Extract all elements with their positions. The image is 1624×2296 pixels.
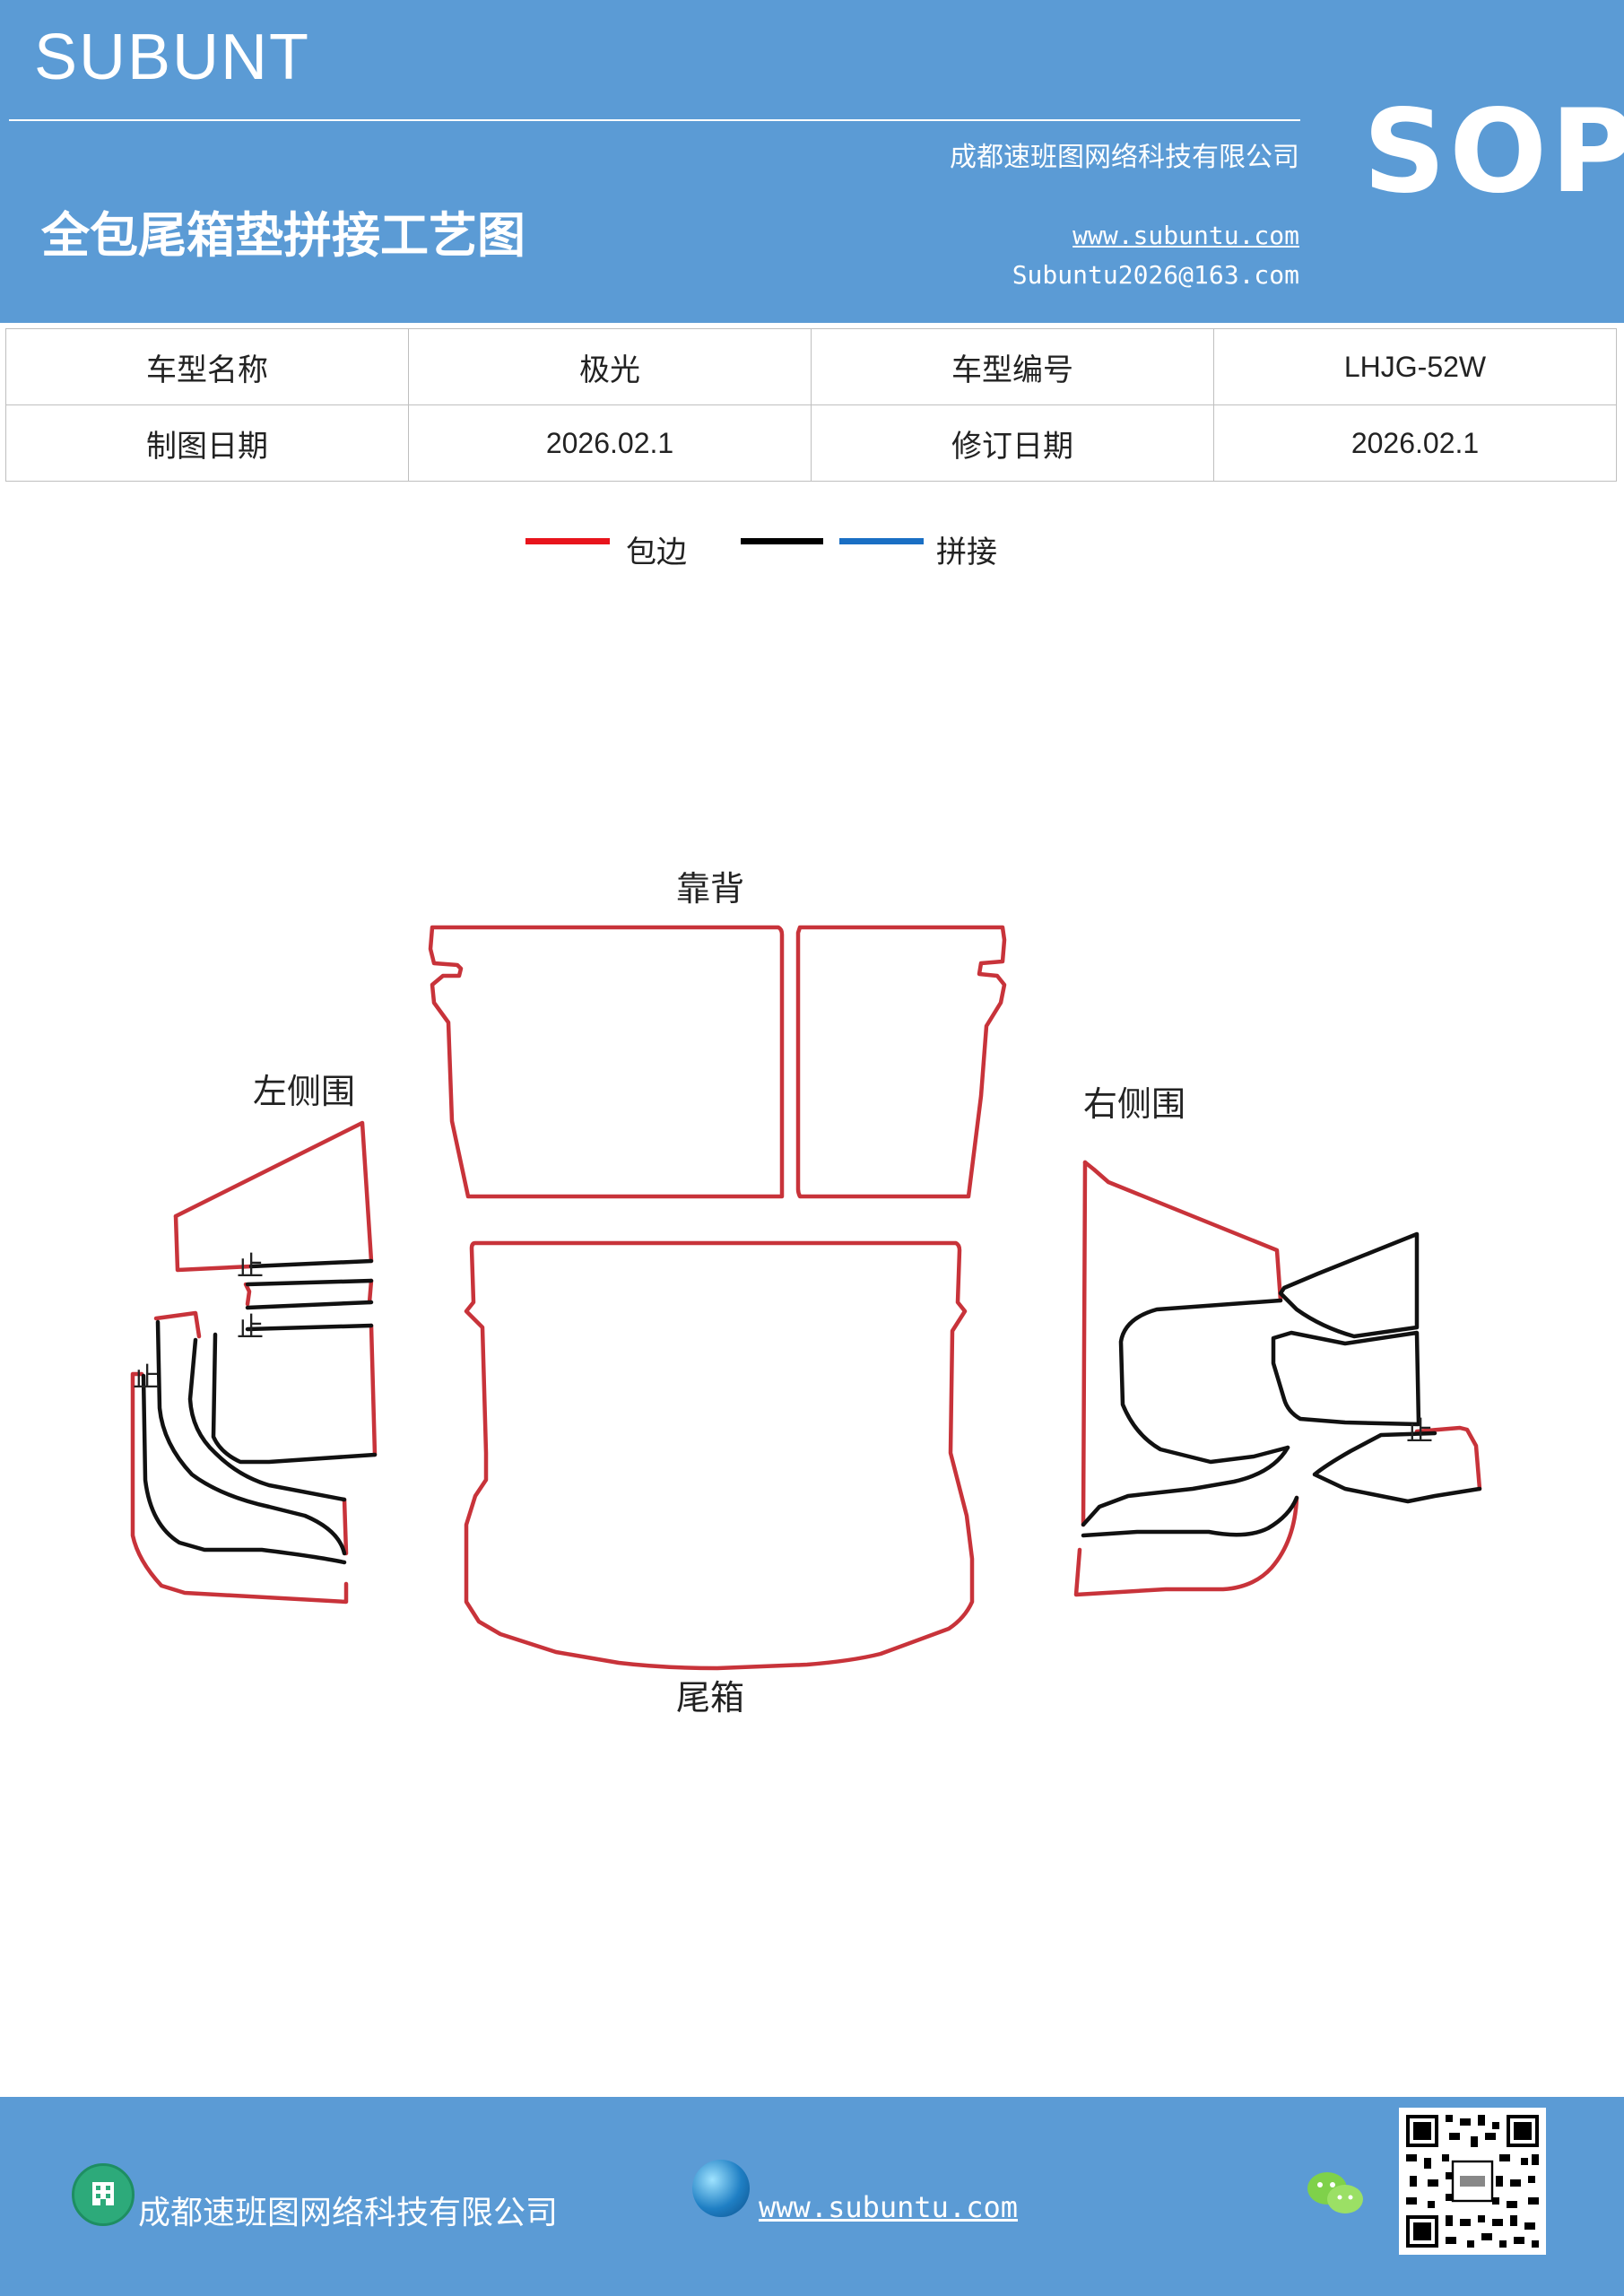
left-side-seam-1 xyxy=(248,1258,374,1269)
model-name-label: 车型名称 xyxy=(5,328,409,405)
right-side-label: 右侧围 xyxy=(1083,1084,1185,1124)
right-side-outline-main xyxy=(1082,1160,1283,1303)
footer-website-link[interactable]: www.subuntu.com xyxy=(759,2190,1018,2224)
table-row: 车型名称 极光 车型编号 LHJG-52W xyxy=(5,328,1617,405)
left-side-seam-5 xyxy=(211,1332,378,1465)
right-side-seam-6 xyxy=(1312,1431,1482,1504)
model-code-label: 车型编号 xyxy=(811,328,1214,405)
right-side-outline-bottom xyxy=(1073,1495,1299,1597)
right-side-seam-2 xyxy=(1081,1445,1290,1527)
trunk-label: 尾箱 xyxy=(676,1678,744,1718)
backrest-left-panel xyxy=(428,925,785,1199)
revise-date-value: 2026.02.1 xyxy=(1213,404,1617,482)
model-code-value: LHJG-52W xyxy=(1213,328,1617,405)
building-icon xyxy=(72,2163,135,2226)
stop-mark: 止 xyxy=(133,1362,160,1394)
document-title: 全包尾箱垫拼接工艺图 xyxy=(41,207,525,264)
left-side-seam-7 xyxy=(155,1319,347,1556)
header-divider xyxy=(9,119,1300,121)
footer-company-name: 成都速班图网络科技有限公司 xyxy=(138,2195,559,2231)
right-side-seam-1 xyxy=(1118,1298,1290,1465)
legend-splice-label: 拼接 xyxy=(936,535,997,570)
left-side-seam-6 xyxy=(187,1337,347,1502)
stop-mark: 止 xyxy=(1406,1416,1433,1448)
qr-code xyxy=(1399,2108,1546,2255)
left-side-mid-outline xyxy=(243,1282,252,1307)
left-side-seam-2 xyxy=(245,1278,374,1287)
table-row: 制图日期 2026.02.1 修订日期 2026.02.1 xyxy=(5,404,1617,482)
right-side-seam-5 xyxy=(1271,1330,1421,1427)
right-side-outline-far xyxy=(1414,1425,1482,1492)
right-side-seam-3 xyxy=(1081,1495,1299,1538)
legend-edge-label: 包边 xyxy=(626,535,687,570)
draw-date-label: 制图日期 xyxy=(5,404,409,482)
sop-label: SOP xyxy=(1363,85,1624,219)
left-side-seam-3 xyxy=(245,1300,374,1310)
wechat-icon[interactable] xyxy=(1304,2167,1367,2221)
website-link[interactable]: www.subuntu.com xyxy=(1073,221,1299,250)
left-side-upper-seam-outline xyxy=(367,1278,374,1305)
legend: 包边 拼接 xyxy=(0,527,1624,572)
footer-banner: 成都速班图网络科技有限公司 www.subuntu.com xyxy=(0,2097,1624,2296)
company-name: 成都速班图网络科技有限公司 xyxy=(950,142,1299,173)
left-side-seam-8 xyxy=(141,1373,347,1565)
header-banner: SUBUNT 成都速班图网络科技有限公司 全包尾箱垫拼接工艺图 www.subu… xyxy=(0,0,1624,323)
draw-date-value: 2026.02.1 xyxy=(408,404,812,482)
legend-black-line xyxy=(741,538,823,544)
brand-name: SUBUNT xyxy=(34,22,311,93)
legend-red-line xyxy=(525,538,610,544)
left-side-right-cap xyxy=(342,1497,349,1556)
backrest-label: 靠背 xyxy=(676,869,744,909)
stop-mark: 止 xyxy=(237,1312,264,1344)
left-side-label: 左侧围 xyxy=(253,1072,355,1111)
left-side-seam-4 xyxy=(245,1323,374,1332)
vehicle-info-table: 车型名称 极光 车型编号 LHJG-52W 制图日期 2026.02.1 修订日… xyxy=(5,328,1617,482)
trunk-floor-panel xyxy=(464,1240,975,1671)
left-side-top-outline xyxy=(173,1120,374,1264)
left-side-inner-top xyxy=(153,1310,202,1339)
left-side-top-outline-b xyxy=(173,1213,254,1273)
left-side-lower-outline xyxy=(369,1323,378,1457)
stop-mark: 止 xyxy=(237,1251,264,1283)
right-side-outline-left xyxy=(1081,1160,1088,1527)
revise-date-label: 修订日期 xyxy=(811,404,1214,482)
legend-blue-line xyxy=(839,538,924,544)
backrest-right-panel xyxy=(795,925,1007,1199)
left-side-lower-left-outline xyxy=(130,1371,349,1605)
email-address: Subuntu2026@163.com xyxy=(1012,260,1299,290)
right-side-seam-4 xyxy=(1278,1231,1420,1339)
model-name-value: 极光 xyxy=(408,328,812,405)
globe-icon xyxy=(692,2160,750,2217)
